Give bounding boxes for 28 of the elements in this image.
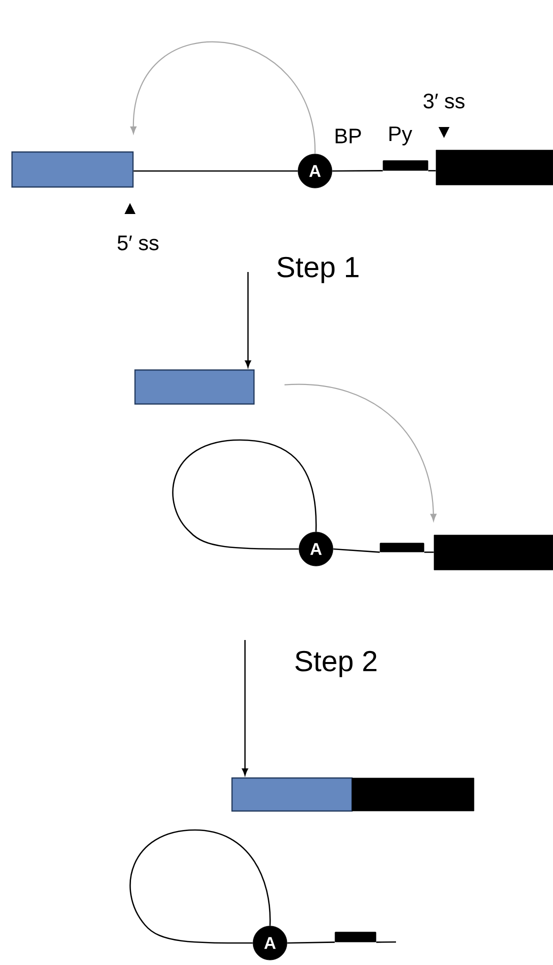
exon-box — [134, 369, 255, 405]
tract-bar — [334, 932, 376, 942]
exon-box — [434, 534, 553, 570]
tract-bar — [382, 160, 428, 171]
intron-line — [287, 942, 335, 944]
exon-box — [436, 150, 553, 186]
intron-line — [332, 170, 383, 172]
curved-arrow — [284, 384, 436, 522]
intron-line — [376, 941, 396, 943]
step-arrow — [242, 640, 248, 776]
lariat-loop — [130, 829, 271, 944]
intron-line — [428, 170, 436, 172]
exon-box — [352, 778, 474, 812]
step-label: Step 1 — [277, 256, 358, 284]
lariat-loop — [172, 439, 317, 550]
intron-line — [134, 170, 298, 172]
site-label: 3′ ss — [424, 94, 464, 108]
site-label: 5′ ss — [118, 236, 158, 250]
intron-line — [333, 548, 380, 553]
site-label: Py — [389, 126, 412, 146]
site-label: BP — [336, 128, 361, 144]
step-label: Step 2 — [295, 650, 376, 678]
exon-box — [11, 151, 134, 188]
tract-bar — [380, 542, 424, 552]
exon-box — [231, 777, 353, 812]
step-arrow — [245, 272, 251, 368]
curved-arrow — [130, 42, 316, 154]
intron-line — [424, 552, 434, 553]
